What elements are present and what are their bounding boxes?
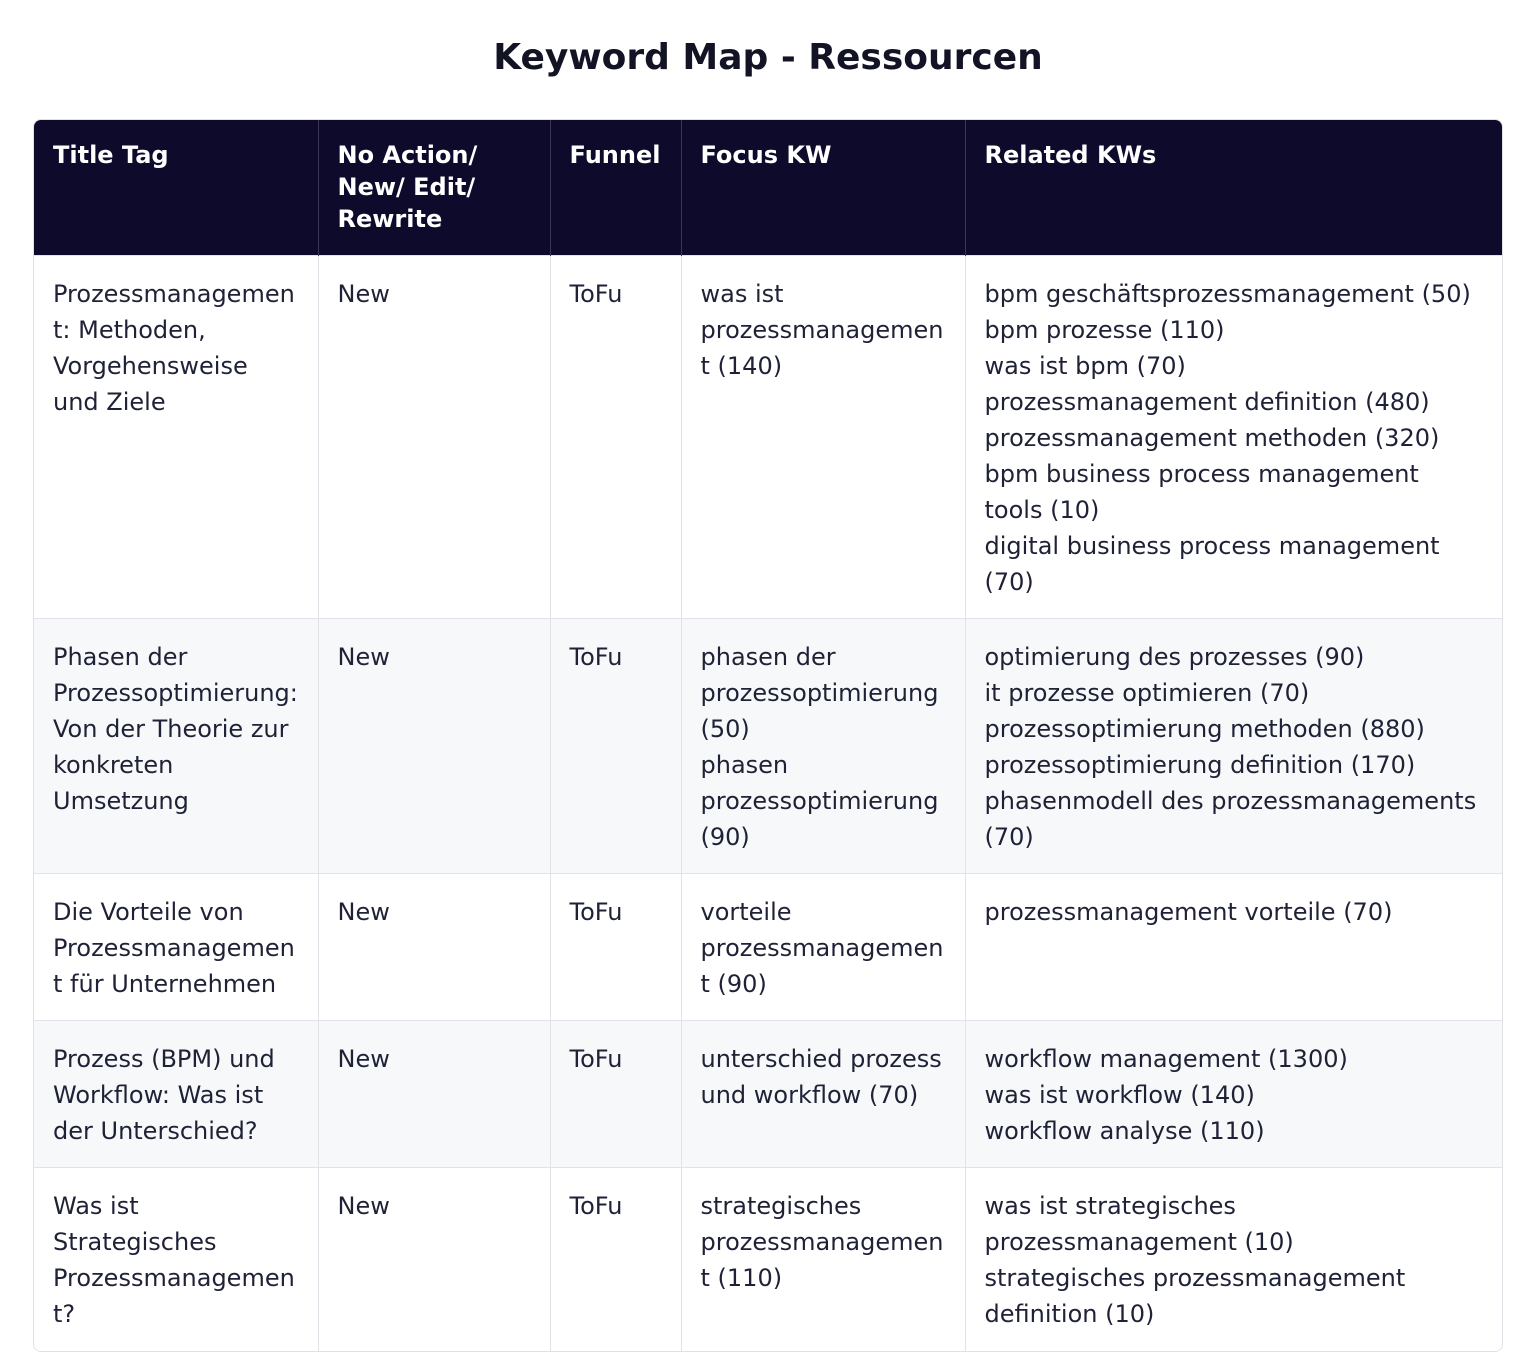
cell-focus-kw: vorteile prozessmanagement (90) (680, 873, 965, 1021)
cell-action: New (317, 1020, 550, 1168)
related-kw-item: workflow management (1300) (984, 1045, 1348, 1073)
related-kw-item: bpm prozesse (110) (984, 316, 1225, 344)
keyword-map-table-container: Title Tag No Action/ New/ Edit/ Rewrite … (33, 119, 1503, 1352)
related-kw-item: prozessmanagement definition (480) (984, 388, 1430, 416)
related-kw-item: was ist workflow (140) (984, 1081, 1255, 1109)
related-kw-item: bpm business process management tools (1… (984, 460, 1419, 524)
table-row: Phasen der Prozessoptimierung: Von der T… (34, 618, 1502, 874)
cell-action: New (317, 1167, 550, 1351)
related-kw-item: digital business process management (70) (984, 532, 1440, 596)
cell-focus-kw: strategisches prozessmanagement (110) (680, 1167, 965, 1351)
column-header-funnel: Funnel (549, 120, 681, 256)
cell-related-kws: workflow management (1300) was ist workf… (964, 1020, 1502, 1168)
focus-kw-item: was ist prozessmanagement (140) (700, 280, 944, 380)
table-row: Prozessmanagement: Methoden, Vorgehenswe… (34, 255, 1502, 619)
related-kw-item: prozessmanagement methoden (320) (984, 424, 1440, 452)
related-kw-item: workflow analyse (110) (984, 1117, 1265, 1145)
column-header-related-kws: Related KWs (964, 120, 1502, 256)
focus-kw-item: phasen der prozessoptimierung (50) (700, 643, 939, 743)
cell-related-kws: optimierung des prozesses (90) it prozes… (964, 618, 1502, 874)
cell-focus-kw: unterschied prozess und workflow (70) (680, 1020, 965, 1168)
table-row: Die Vorteile von Prozessmanagement für U… (34, 873, 1502, 1021)
column-header-title-tag: Title Tag (34, 120, 318, 256)
column-header-focus-kw: Focus KW (680, 120, 965, 256)
focus-kw-item: phasen prozessoptimierung (90) (700, 751, 939, 851)
cell-related-kws: bpm geschäftsprozessmanagement (50) bpm … (964, 255, 1502, 619)
cell-funnel: ToFu (549, 873, 681, 1021)
related-kw-item: was ist strategisches prozessmanagement … (984, 1192, 1294, 1256)
cell-title-tag: Was ist Strategisches Prozessmanagement? (34, 1167, 318, 1351)
cell-related-kws: was ist strategisches prozessmanagement … (964, 1167, 1502, 1351)
cell-action: New (317, 873, 550, 1021)
table-body: Prozessmanagement: Methoden, Vorgehenswe… (34, 255, 1502, 1351)
related-kw-item: bpm geschäftsprozessmanagement (50) (984, 280, 1471, 308)
related-kw-item: strategisches prozessmanagement definiti… (984, 1264, 1406, 1328)
column-header-action: No Action/ New/ Edit/ Rewrite (317, 120, 550, 256)
related-kw-item: optimierung des prozesses (90) (984, 643, 1365, 671)
cell-title-tag: Prozess (BPM) und Workflow: Was ist der … (34, 1020, 318, 1168)
cell-funnel: ToFu (549, 255, 681, 619)
focus-kw-item: strategisches prozessmanagement (110) (700, 1192, 944, 1292)
related-kw-item: it prozesse optimieren (70) (984, 679, 1310, 707)
related-kw-item: prozessoptimierung methoden (880) (984, 715, 1425, 743)
related-kw-item: prozessoptimierung definition (170) (984, 751, 1416, 779)
cell-funnel: ToFu (549, 618, 681, 874)
cell-title-tag: Prozessmanagement: Methoden, Vorgehenswe… (34, 255, 318, 619)
cell-action: New (317, 255, 550, 619)
related-kw-item: was ist bpm (70) (984, 352, 1186, 380)
related-kw-item: prozessmanagement vorteile (70) (984, 898, 1393, 926)
table-header-row: Title Tag No Action/ New/ Edit/ Rewrite … (34, 120, 1502, 256)
table-row: Was ist Strategisches Prozessmanagement?… (34, 1167, 1502, 1351)
cell-funnel: ToFu (549, 1167, 681, 1351)
cell-focus-kw: was ist prozessmanagement (140) (680, 255, 965, 619)
cell-funnel: ToFu (549, 1020, 681, 1168)
cell-focus-kw: phasen der prozessoptimierung (50) phase… (680, 618, 965, 874)
table-row: Prozess (BPM) und Workflow: Was ist der … (34, 1020, 1502, 1168)
cell-title-tag: Die Vorteile von Prozessmanagement für U… (34, 873, 318, 1021)
page-title: Keyword Map - Ressourcen (493, 37, 1043, 78)
related-kw-item: phasenmodell des prozessmanagements (70) (984, 787, 1477, 851)
keyword-map-table: Title Tag No Action/ New/ Edit/ Rewrite … (34, 120, 1502, 1351)
cell-related-kws: prozessmanagement vorteile (70) (964, 873, 1502, 1021)
focus-kw-item: unterschied prozess und workflow (70) (700, 1045, 942, 1109)
cell-title-tag: Phasen der Prozessoptimierung: Von der T… (34, 618, 318, 874)
cell-action: New (317, 618, 550, 874)
table-header: Title Tag No Action/ New/ Edit/ Rewrite … (34, 120, 1502, 256)
focus-kw-item: vorteile prozessmanagement (90) (700, 898, 944, 998)
